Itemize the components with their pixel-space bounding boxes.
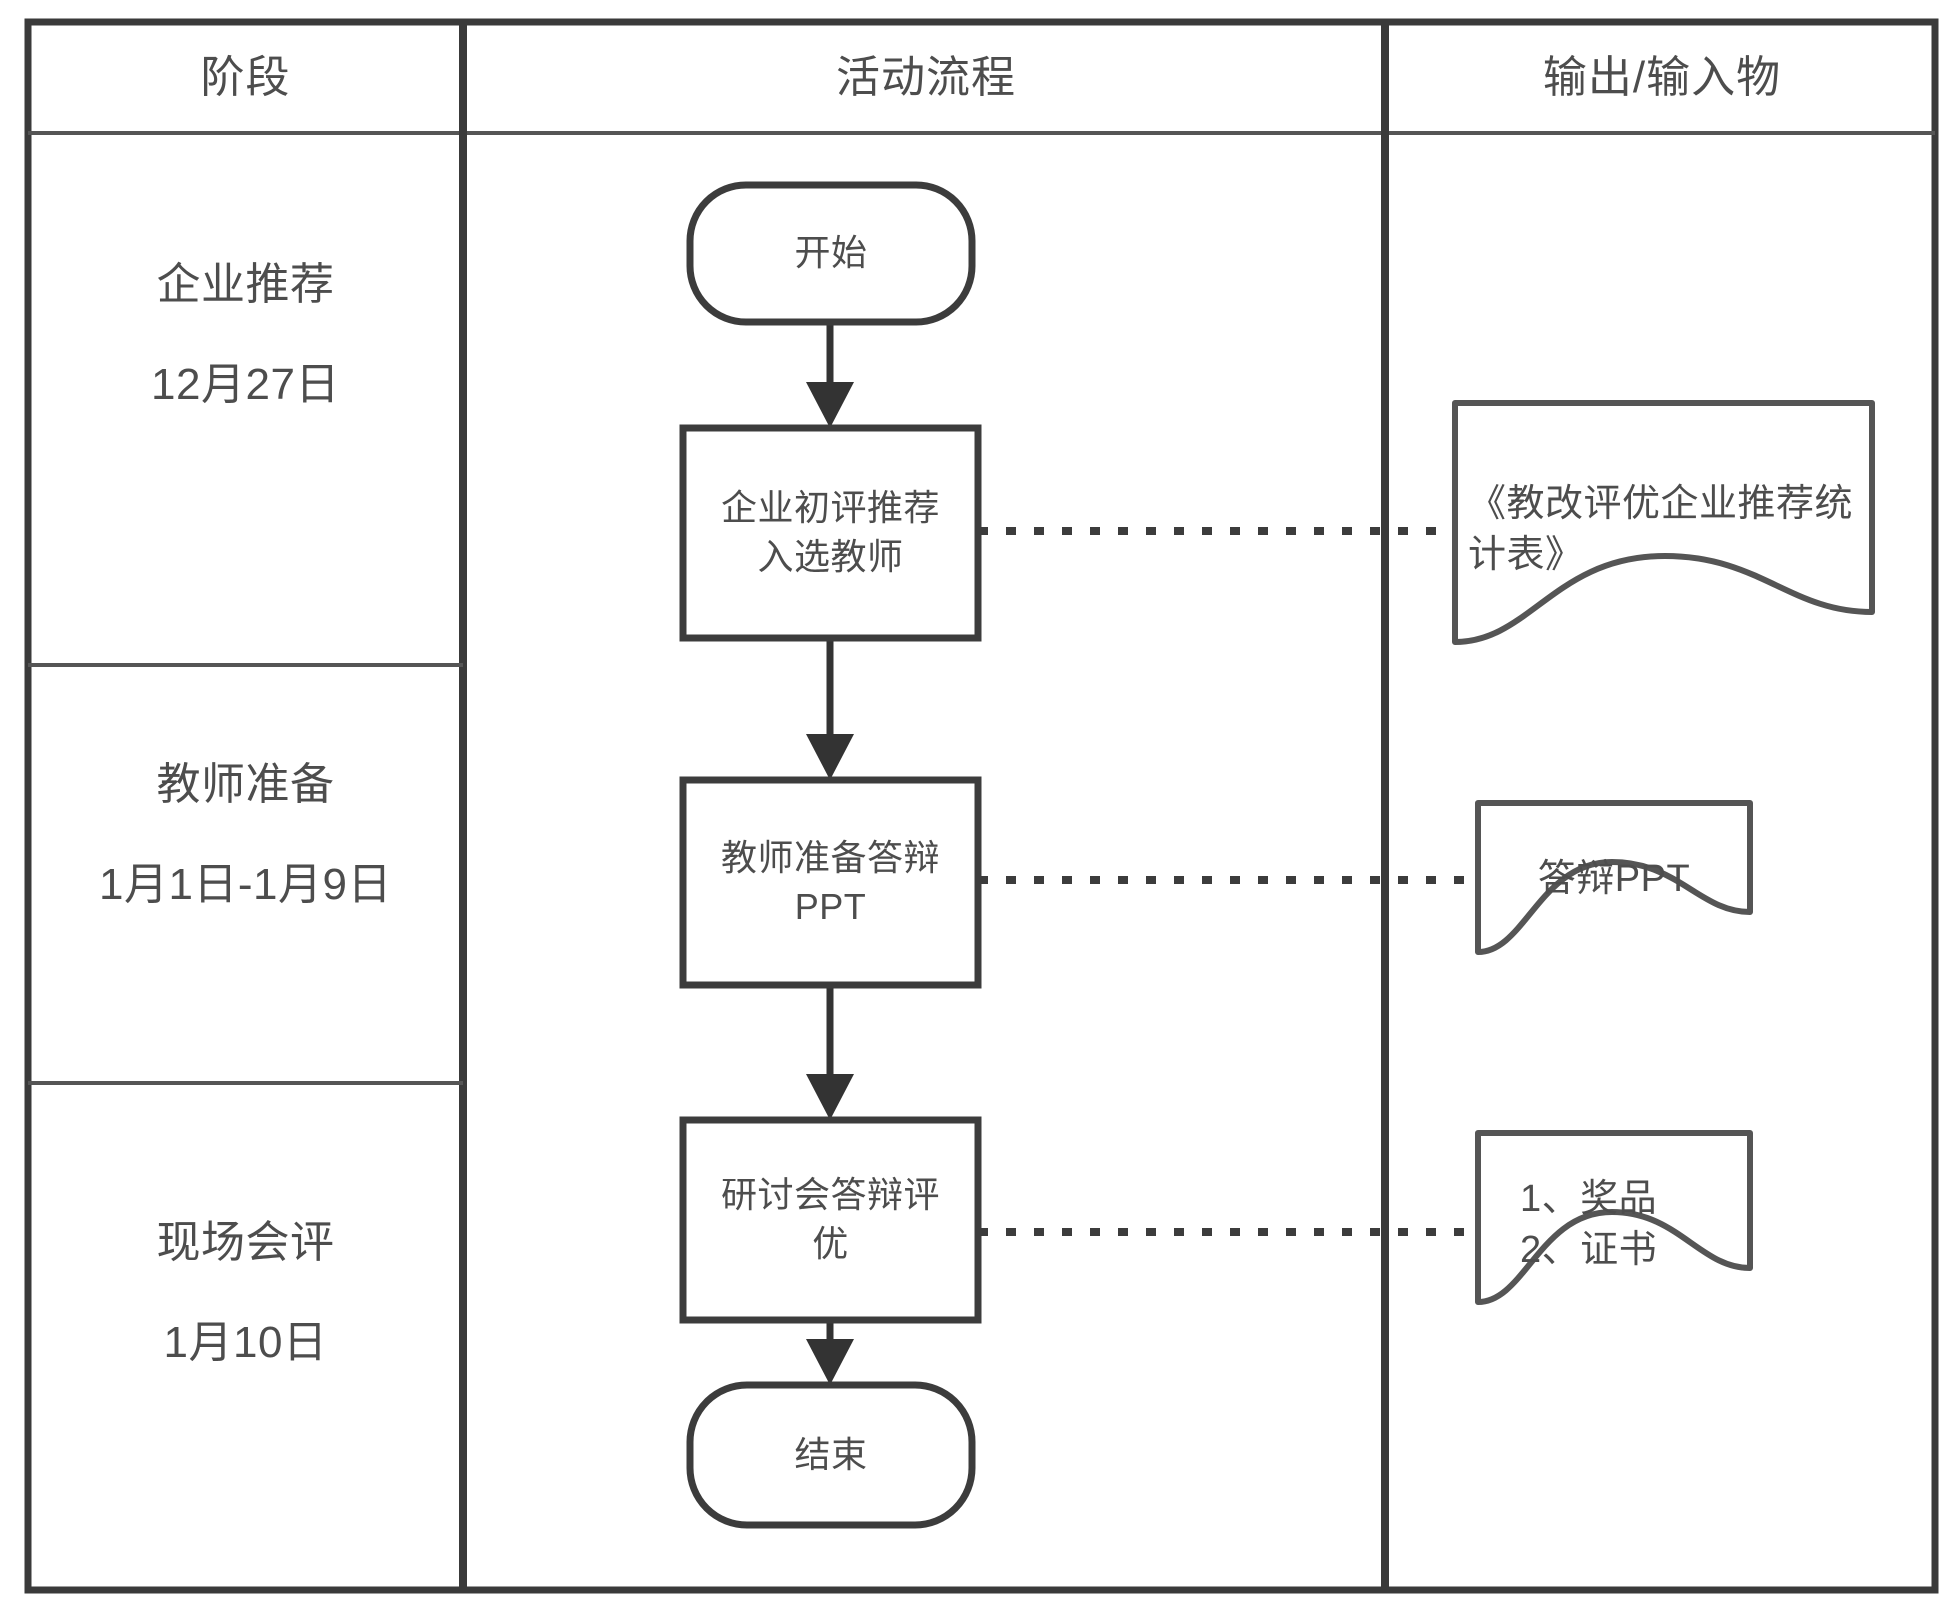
document-links xyxy=(978,527,1478,1236)
flow-shapes xyxy=(679,181,982,1529)
shape-end xyxy=(686,1381,976,1529)
shape-doc2 xyxy=(1475,800,1753,955)
swimlane-frame xyxy=(24,18,1939,1594)
shape-doc1 xyxy=(1452,400,1875,645)
shape-step1 xyxy=(679,424,982,642)
flow-connectors xyxy=(806,322,854,1385)
shape-step2 xyxy=(679,776,982,989)
shape-step3 xyxy=(679,1116,982,1324)
document-shapes xyxy=(1452,400,1875,1305)
shape-start xyxy=(686,181,976,326)
shape-doc3 xyxy=(1475,1130,1753,1305)
